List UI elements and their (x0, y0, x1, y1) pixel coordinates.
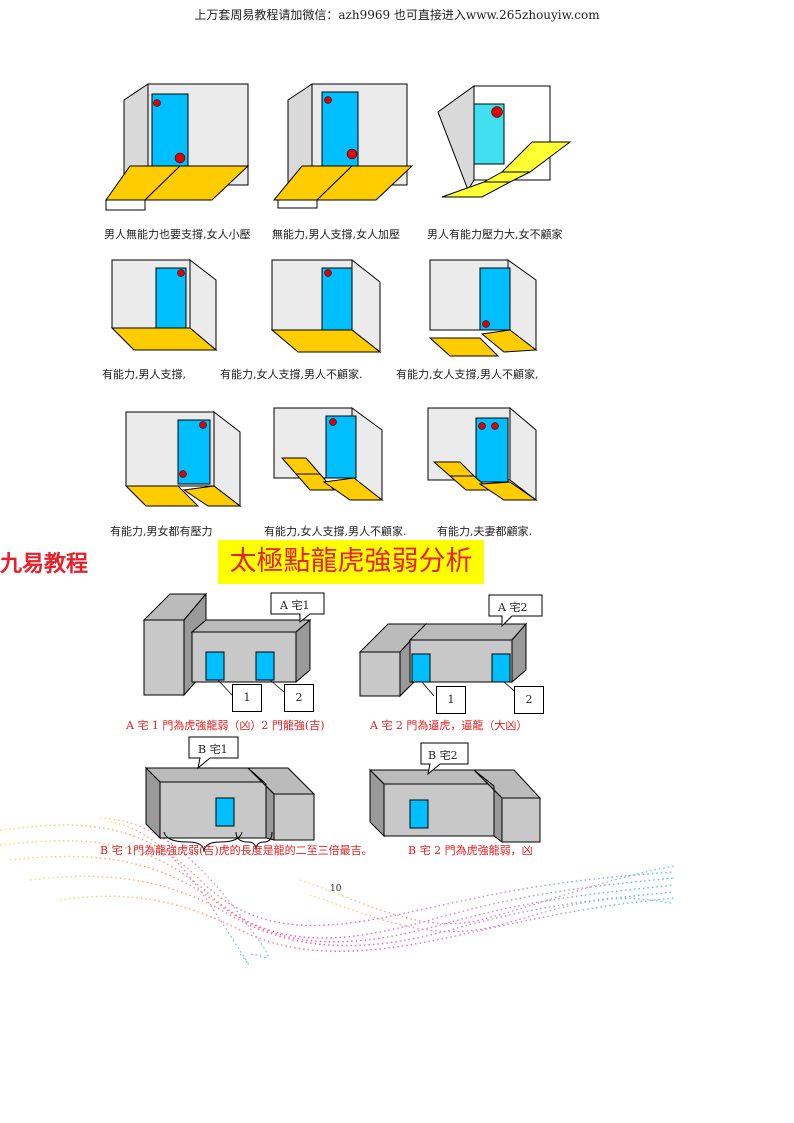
callout-b1-label: B 宅1 (198, 743, 228, 756)
house-b2-caption: B 宅 2 門為虎強龍弱，凶 (408, 844, 533, 857)
house-b1-caption: B 宅 1門為龍強虎弱(吉)虎的長度是龍的二至三倍最吉。 (100, 844, 373, 857)
room-diagram-8 (273, 407, 384, 501)
room-diagram-4 (110, 258, 218, 352)
caption-2-2: 有能力,女人支撐,男人不顧家. (220, 368, 363, 381)
caption-2-3: 有能力,女人支撐,男人不顧家, (396, 368, 539, 381)
callout-a1-shape (270, 592, 325, 624)
house-diagram-b2 (368, 768, 542, 843)
page-number: 10 (330, 884, 342, 894)
room-diagram-2 (272, 83, 414, 209)
room-diagram-9 (427, 406, 538, 502)
caption-1-2: 無能力,男人支撐,女人加壓 (272, 228, 400, 241)
caption-1-3: 男人有能力壓力大,女不顧家 (427, 228, 563, 241)
house-a2-caption: A 宅 2 門為逼虎，逼龍（大凶） (370, 719, 528, 732)
caption-3-2: 有能力,女人支撐,男人不顧家. (264, 525, 407, 538)
door-box-a2-1: 1 (436, 686, 466, 714)
door-label: 2 (525, 693, 533, 706)
house-diagram-a2 (358, 622, 528, 698)
room-diagram-6 (428, 259, 538, 357)
callout-b2-label: B 宅2 (428, 749, 458, 762)
page-header: 上万套周易教程请加微信：azh9969 也可直接进入www.265zhouyiw… (194, 8, 600, 22)
room-diagram-5 (270, 258, 382, 354)
door-label: 1 (447, 693, 455, 706)
house-diagram-a1 (142, 592, 312, 697)
caption-3-1: 有能力,男女都有壓力 (110, 525, 213, 538)
door-box-a1-1: 1 (232, 684, 262, 712)
callout-b1-shape (188, 736, 239, 770)
callout-a1-label: A 宅1 (280, 599, 310, 612)
house-diagram-b1 (144, 766, 316, 853)
door-label: 2 (295, 691, 303, 704)
callout-a2-shape (488, 594, 543, 628)
room-diagram-1 (105, 83, 250, 211)
callout-b2-shape (420, 742, 469, 776)
door-box-a2-2: 2 (514, 686, 544, 714)
section-title: 太極點龍虎強弱分析 (218, 540, 484, 584)
room-diagram-7 (124, 410, 242, 508)
brand-logo-text: 九易教程 (0, 552, 89, 577)
door-box-a1-2: 2 (284, 684, 314, 712)
caption-2-1: 有能力,男人支撐, (102, 368, 186, 381)
callout-a2-label: A 宅2 (498, 601, 528, 614)
door-label: 1 (243, 691, 251, 704)
caption-3-3: 有能力,夫妻都顧家. (437, 525, 532, 538)
house-a1-caption: A 宅 1 門為虎強龍弱（凶）2 門龍強(吉) (126, 719, 325, 732)
caption-1-1: 男人無能力也要支撐,女人小壓 (104, 228, 251, 241)
room-diagram-3 (437, 85, 572, 198)
